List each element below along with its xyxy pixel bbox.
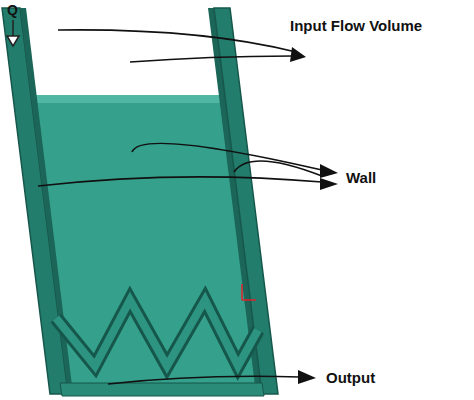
leader-line <box>234 161 322 176</box>
leader-arrowhead <box>290 47 306 62</box>
leader-arrowhead <box>298 370 316 384</box>
flow-arrow <box>12 20 14 36</box>
wall-label: Wall <box>346 170 376 187</box>
zigzag-baffle <box>56 300 258 366</box>
leader-arrowhead <box>320 178 338 190</box>
zigzag-baffle-face <box>56 300 258 366</box>
leader-line <box>38 177 322 186</box>
flow-symbol: Q <box>7 3 18 18</box>
leader-line <box>130 56 292 62</box>
output-label: Output <box>326 370 375 387</box>
water-surface <box>30 95 224 103</box>
flow-arrow-head <box>7 36 19 46</box>
leader-line <box>108 376 300 384</box>
axis-marker <box>242 299 256 301</box>
leader-line <box>58 30 296 52</box>
left-wall <box>2 8 68 394</box>
leader-arrowhead <box>320 164 338 178</box>
input-label: Input Flow Volume <box>290 18 422 35</box>
floor <box>60 383 264 396</box>
axis-marker <box>241 284 243 300</box>
